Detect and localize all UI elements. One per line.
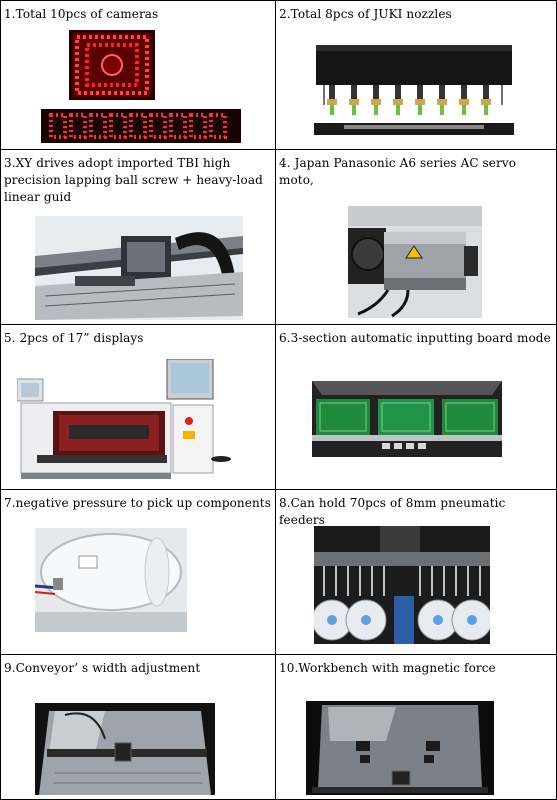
feature-caption: 9.Conveyor’ s width adjustment (4, 661, 201, 675)
feature-caption: 5. 2pcs of 17” displays (4, 331, 144, 345)
feature-cell-board-mode: 6.3-section automatic inputting board mo… (276, 325, 556, 490)
feature-caption: 7.negative pressure to pick up component… (4, 496, 271, 510)
feeder-reels-illustration (314, 526, 490, 644)
feature-caption: 3.XY drives adopt imported TBI high prec… (4, 156, 263, 204)
feature-caption: 8.Can hold 70pcs of 8mm pneumatic feeder… (279, 496, 506, 527)
feature-cell-workbench: 10.Workbench with magnetic force (276, 655, 556, 799)
feature-cell-feeders: 8.Can hold 70pcs of 8mm pneumatic feeder… (276, 490, 556, 655)
pick-and-place-machine-illustration (17, 359, 231, 479)
servo-motor-illustration (348, 206, 482, 318)
feature-cell-nozzles: 2.Total 8pcs of JUKI nozzles (276, 1, 556, 150)
feature-cell-cameras: 1.Total 10pcs of cameras (1, 1, 276, 150)
feature-cell-conveyor-width: 9.Conveyor’ s width adjustment (1, 655, 276, 799)
xy-gantry-illustration (35, 216, 243, 320)
feature-cell-xy-drives: 3.XY drives adopt imported TBI high prec… (1, 150, 276, 325)
magnetic-workbench-illustration (306, 701, 494, 795)
feature-cell-negative-pressure: 7.negative pressure to pick up component… (1, 490, 276, 655)
pcb-conveyor-illustration (312, 381, 502, 457)
feature-caption: 6.3-section automatic inputting board mo… (279, 331, 551, 345)
feature-caption: 1.Total 10pcs of cameras (4, 7, 159, 21)
camera-ring-illustration (41, 30, 241, 143)
feature-caption: 4. Japan Panasonic A6 series AC servo mo… (279, 156, 517, 187)
conveyor-width-illustration (35, 703, 215, 795)
vacuum-tank-illustration (35, 528, 187, 632)
nozzle-head-illustration (314, 45, 514, 135)
feature-caption: 10.Workbench with magnetic force (279, 661, 496, 675)
feature-cell-servo-motor: 4. Japan Panasonic A6 series AC servo mo… (276, 150, 556, 325)
feature-cell-displays: 5. 2pcs of 17” displays (1, 325, 276, 490)
feature-caption: 2.Total 8pcs of JUKI nozzles (279, 7, 452, 21)
